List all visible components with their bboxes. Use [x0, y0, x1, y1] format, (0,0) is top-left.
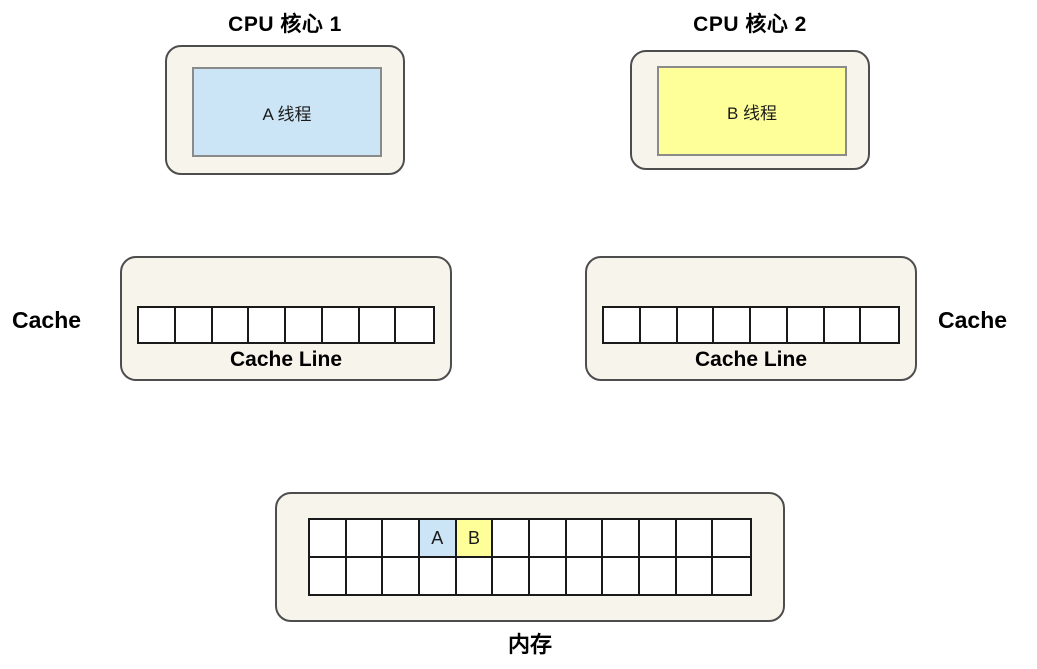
- memory-cell: [713, 520, 750, 556]
- cpu-core-2-title: CPU 核心 2: [693, 13, 807, 36]
- memory-cell: [566, 520, 604, 556]
- cacheline-caption-right: Cache Line: [694, 348, 808, 371]
- memory-cell: [456, 558, 494, 594]
- cacheline-cell: [751, 308, 788, 342]
- memory-cell: [529, 520, 567, 556]
- cacheline-cells-left: [137, 306, 435, 344]
- cacheline-caption-left: Cache Line: [229, 348, 343, 371]
- cacheline-cell: [604, 308, 641, 342]
- memory-cell: [639, 520, 677, 556]
- cacheline-cell: [212, 308, 250, 342]
- cacheline-cell: [824, 308, 862, 342]
- cacheline-cell: [249, 308, 286, 342]
- memory-cell-A: A: [419, 520, 457, 556]
- memory-cell: [639, 558, 677, 594]
- memory-cell: [529, 558, 567, 594]
- memory-cell: [493, 520, 530, 556]
- thread-a-label: A 线程: [262, 104, 312, 124]
- memory-cell: [493, 558, 530, 594]
- cpu-core-1-title: CPU 核心 1: [228, 13, 342, 36]
- cacheline-cell: [787, 308, 825, 342]
- memory-cell: [310, 558, 347, 594]
- cache-label-right: Cache: [938, 307, 1008, 333]
- memory-cell: [566, 558, 604, 594]
- cacheline-cell: [139, 308, 176, 342]
- memory-cell: [713, 558, 750, 594]
- cache-label-left: Cache: [12, 307, 82, 333]
- cacheline-cell: [396, 308, 433, 342]
- memory-cell: [603, 558, 640, 594]
- thread-b-box: B 线程: [657, 66, 847, 156]
- cacheline-cell: [322, 308, 360, 342]
- memory-cell: [383, 520, 420, 556]
- memory-cell: [676, 558, 714, 594]
- memory-cell: [346, 520, 384, 556]
- memory-cell: [383, 558, 420, 594]
- memory-cell: [310, 520, 347, 556]
- cacheline-cell: [714, 308, 751, 342]
- cacheline-cell: [861, 308, 898, 342]
- cacheline-cells-right: [602, 306, 900, 344]
- cacheline-cell: [359, 308, 397, 342]
- memory-cell: [603, 520, 640, 556]
- cacheline-cell: [677, 308, 715, 342]
- memory-cell: [676, 520, 714, 556]
- cacheline-cell: [175, 308, 213, 342]
- memory-row: [310, 558, 750, 594]
- cacheline-cell: [286, 308, 323, 342]
- thread-b-label: B 线程: [726, 103, 778, 123]
- memory-cell: [419, 558, 457, 594]
- cpu-core-2-panel: B 线程: [630, 50, 870, 170]
- thread-a-box: A 线程: [192, 67, 382, 157]
- cpu-core-1-panel: A 线程: [165, 45, 405, 175]
- memory-cell: [346, 558, 384, 594]
- cacheline-cell: [640, 308, 678, 342]
- memory-cell-B: B: [456, 520, 494, 556]
- memory-caption: 内存: [507, 632, 552, 657]
